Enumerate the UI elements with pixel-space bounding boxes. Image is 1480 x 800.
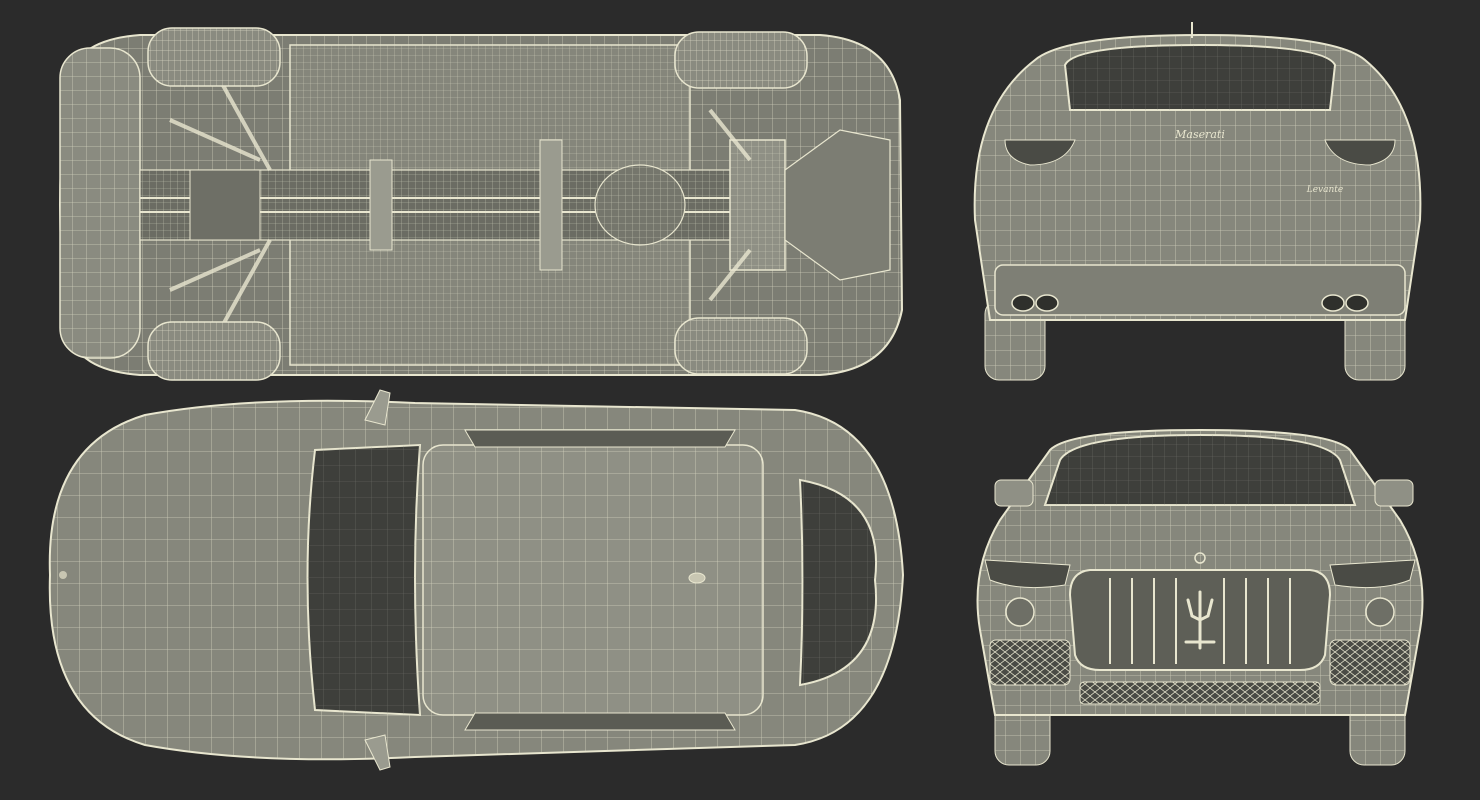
wheel-rear-right: [147, 321, 281, 381]
rear-drawing: Maserati Levante: [973, 22, 1422, 381]
exhaust-tips-right: [1321, 294, 1369, 312]
hood-emblem: [1194, 552, 1206, 564]
hood-emblem: [59, 571, 67, 579]
wheel-front-right: [674, 317, 808, 375]
front-drawing: [976, 428, 1424, 766]
trident-emblem: [1184, 590, 1216, 650]
roof-drawing: [48, 389, 905, 771]
side-window-left: [464, 429, 736, 448]
side-mirror-left: [994, 479, 1034, 507]
side-mirror-right: [364, 734, 391, 771]
tail-light-right: [1324, 139, 1396, 166]
side-mirror-right: [1374, 479, 1414, 507]
wheel-front-left: [674, 31, 808, 89]
crossmember: [539, 139, 563, 271]
rear-bumper: [994, 264, 1406, 316]
rear-view: Maserati Levante: [965, 20, 1435, 385]
bottom-view: [30, 20, 910, 390]
rear-model-script: Levante: [1306, 185, 1344, 195]
tail-light-left: [1004, 139, 1076, 166]
side-mirror-left: [364, 389, 391, 426]
wheel-rear-left: [147, 27, 281, 87]
side-window-right: [464, 712, 736, 731]
front-view: [960, 420, 1440, 790]
grille-bars: [1109, 578, 1291, 664]
antenna: [688, 572, 706, 584]
underside-drawing: [59, 27, 904, 381]
headlight-left: [984, 559, 1071, 589]
headlight-right: [1329, 559, 1416, 589]
rear-badge-script: Maserati: [1174, 128, 1225, 141]
top-view: [35, 385, 910, 780]
crossmember: [369, 159, 393, 251]
rear-differential: [189, 169, 261, 241]
fog-light-left: [1005, 597, 1035, 627]
fog-light-right: [1365, 597, 1395, 627]
front-crash-structure: [784, 129, 891, 281]
exhaust-tips-left: [1011, 294, 1059, 312]
